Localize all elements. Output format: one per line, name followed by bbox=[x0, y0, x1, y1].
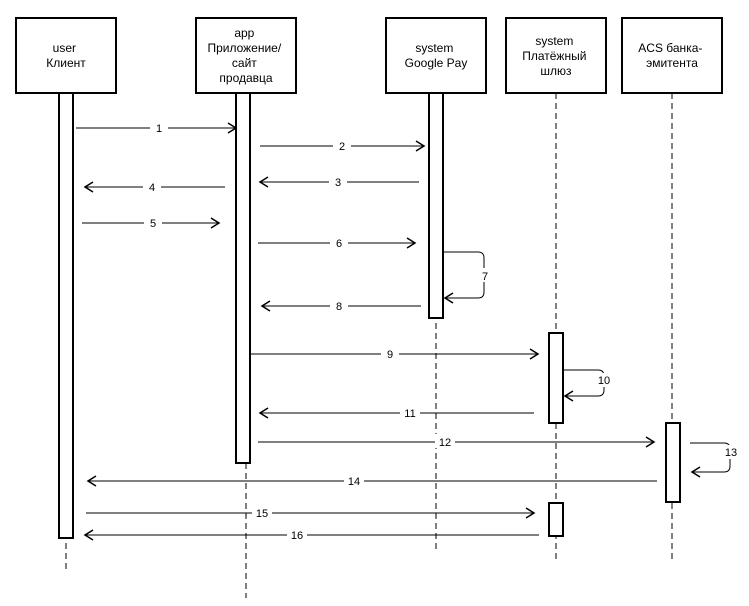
message-15-label: 15 bbox=[256, 508, 268, 520]
participant-acs-label: ACS банка- эмитента bbox=[638, 41, 705, 70]
message-16: 16 bbox=[83, 527, 539, 542]
message-1-label: 1 bbox=[156, 123, 162, 135]
message-12-label: 12 bbox=[439, 437, 451, 449]
message-11-label: 11 bbox=[404, 408, 415, 420]
message-14: 14 bbox=[86, 473, 657, 488]
activation-app bbox=[235, 92, 251, 464]
participant-app-label: app Приложение/ сайт продавца bbox=[207, 26, 284, 85]
activation-gateway-2 bbox=[548, 502, 564, 537]
participant-gpay-label: system Google Pay bbox=[405, 41, 468, 70]
message-10-label: 10 bbox=[598, 375, 610, 387]
message-11: 11 bbox=[258, 405, 534, 420]
participant-gpay: system Google Pay bbox=[385, 17, 487, 94]
message-7-label: 7 bbox=[482, 271, 488, 283]
participant-user: user Клиент bbox=[15, 17, 117, 94]
message-5-label: 5 bbox=[150, 218, 156, 230]
message-7: 7 bbox=[443, 251, 492, 304]
participant-user-label: user Клиент bbox=[46, 41, 86, 70]
message-6-label: 6 bbox=[336, 238, 342, 250]
message-5: 5 bbox=[82, 215, 221, 230]
participant-gateway-label: system Платёжный шлюз bbox=[522, 34, 590, 78]
message-6: 6 bbox=[258, 235, 417, 250]
participant-app: app Приложение/ сайт продавца bbox=[195, 17, 297, 94]
message-16-label: 16 bbox=[291, 530, 303, 542]
message-1: 1 bbox=[76, 120, 238, 135]
message-13: 13 bbox=[690, 442, 740, 478]
message-12: 12 bbox=[258, 434, 656, 449]
activation-acs bbox=[665, 422, 681, 503]
message-9: 9 bbox=[251, 346, 540, 361]
message-14-label: 14 bbox=[348, 476, 360, 488]
message-10: 10 bbox=[563, 369, 613, 402]
message-8: 8 bbox=[260, 298, 421, 313]
activation-gateway-1 bbox=[548, 332, 564, 424]
message-2: 2 bbox=[260, 138, 426, 153]
message-4: 4 bbox=[83, 179, 225, 194]
message-13-label: 13 bbox=[725, 447, 737, 459]
message-9-label: 9 bbox=[387, 349, 393, 361]
activation-gpay bbox=[428, 92, 444, 319]
message-3-label: 3 bbox=[335, 177, 341, 189]
message-8-label: 8 bbox=[336, 301, 342, 313]
participant-acs: ACS банка- эмитента bbox=[621, 17, 723, 94]
message-3: 3 bbox=[258, 174, 419, 189]
activation-user bbox=[58, 92, 74, 539]
message-15: 15 bbox=[86, 505, 536, 520]
participant-gateway: system Платёжный шлюз bbox=[505, 17, 607, 94]
message-2-label: 2 bbox=[339, 141, 345, 153]
message-4-label: 4 bbox=[149, 182, 155, 194]
